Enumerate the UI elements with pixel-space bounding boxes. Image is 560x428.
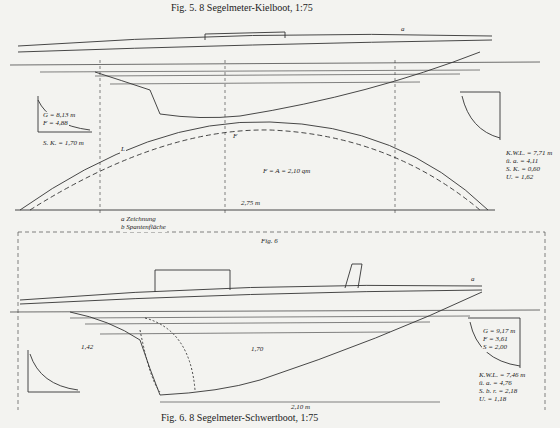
cabin (155, 270, 230, 292)
dimension-label: 2,75 m (240, 200, 261, 208)
cabin (205, 32, 285, 40)
dimension-label: F = 3,61 (482, 336, 509, 344)
dimension-label: L (120, 146, 126, 154)
section-box (460, 92, 500, 140)
waterlines (40, 70, 480, 84)
dimension-label: K.W.L. = 7,71 m (505, 150, 553, 158)
dimension-label: F (232, 133, 238, 141)
dimension-label: U. = 1,62 (505, 174, 534, 182)
dimension-label: F = A = 2,10 qm (262, 168, 311, 176)
section-box (38, 96, 92, 132)
station-lines (100, 60, 395, 215)
dimension-label: ü. a. = 4,11 (505, 158, 539, 166)
dimension-label: S. b. r. = 2,18 (478, 388, 518, 396)
dimension-label: S. K. = 0,60 (505, 166, 541, 174)
sheer-line (18, 34, 492, 46)
dimension-label: G = 8,13 m (42, 112, 76, 120)
baseline (15, 210, 495, 211)
dimension-label: F = 4,88 (42, 120, 69, 128)
dimension-label: a (470, 276, 476, 284)
dimension-label: S. K. = 1,70 m (42, 140, 85, 148)
dimension-label: K.W.L. = 7,46 m (478, 372, 526, 380)
keel-profile (70, 292, 482, 395)
dimension-label: a (400, 26, 406, 34)
waterlines (70, 316, 470, 334)
dimension-label: b Spantenfläche (120, 224, 167, 232)
figure-caption: Fig. 6. 8 Segelmeter-Schwertboot, 1:75 (160, 412, 319, 423)
dimension-label: Fig. 6 (260, 238, 279, 246)
section-box (468, 318, 520, 368)
dimension-label: ü. a. = 4,76 (478, 380, 513, 388)
dimension-label: S = 2,00 (482, 344, 508, 352)
dimension-label: a Zeichnung (120, 216, 157, 224)
sheer-line (20, 285, 482, 300)
dimension-label: G = 9,17 m (482, 328, 516, 336)
dimension-label: U. = 1,18 (478, 396, 507, 404)
frame-line (10, 310, 540, 312)
area-curve-b (30, 130, 480, 210)
frame-line (10, 62, 540, 65)
keel-profile (95, 52, 480, 118)
area-curve (20, 122, 488, 210)
dimension-line (160, 402, 440, 403)
mast-step (345, 264, 362, 288)
section-box (28, 350, 80, 392)
frame (18, 232, 545, 233)
figure-title: Fig. 5. 8 Segelmeter-Kielboot, 1:75 (170, 2, 314, 13)
dimension-label: 2,10 m (290, 404, 311, 412)
frame (18, 232, 545, 410)
hull-line (18, 40, 492, 52)
dimension-label: 1,42 (80, 344, 94, 352)
centreboard (140, 318, 195, 392)
hull-line (20, 290, 482, 304)
dimension-label: 1,70 (250, 346, 264, 354)
